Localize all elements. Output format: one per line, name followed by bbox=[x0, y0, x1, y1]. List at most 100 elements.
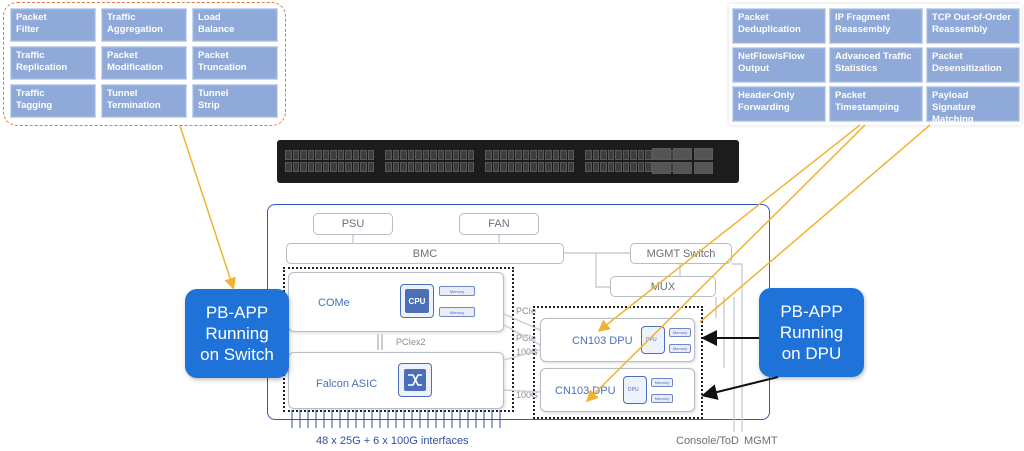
dpu-feature-cell: Header-Only Forwarding bbox=[732, 86, 826, 122]
memory-module: Memory bbox=[651, 394, 673, 403]
sfp-port bbox=[530, 162, 537, 172]
dpu-feature-cell: TCP Out-of-Order Reassembly bbox=[926, 8, 1020, 44]
sfp-port bbox=[337, 150, 344, 160]
dpu-feature-cell: Advanced Traffic Statistics bbox=[829, 47, 923, 83]
sfp-port bbox=[615, 150, 622, 160]
sfp-port bbox=[285, 150, 292, 160]
switch-feature-cell: Traffic Replication bbox=[10, 46, 96, 80]
qsfp-port bbox=[673, 148, 692, 160]
sfp-port bbox=[422, 162, 429, 172]
memory-module: Memory bbox=[651, 378, 673, 387]
sfp-port bbox=[585, 150, 592, 160]
sfp-port bbox=[507, 150, 514, 160]
dpu-feature-cell: Payload Signature Matching bbox=[926, 86, 1020, 125]
sfp-port bbox=[345, 162, 352, 172]
sfp-port bbox=[322, 162, 329, 172]
dpu-module-top: CN103 DPU DPU Memory Memory bbox=[540, 318, 695, 362]
sfp-port bbox=[552, 162, 559, 172]
switch-feature-cell: Tunnel Strip bbox=[192, 84, 278, 118]
switch-feature-cell: Packet Modification bbox=[101, 46, 187, 80]
bmc-label: BMC bbox=[412, 247, 438, 260]
mux-box: MUX bbox=[610, 276, 716, 297]
sfp-port bbox=[367, 150, 374, 160]
sfp-port bbox=[430, 162, 437, 172]
sfp-port bbox=[385, 162, 392, 172]
console-tod-label: Console/ToD bbox=[676, 435, 739, 447]
sfp-port bbox=[352, 150, 359, 160]
memory-label: Memory bbox=[672, 330, 688, 335]
sfp-port bbox=[467, 162, 474, 172]
sfp-port bbox=[607, 150, 614, 160]
switch-front-panel-image bbox=[277, 140, 739, 183]
sfp-port bbox=[400, 150, 407, 160]
psu-box: PSU bbox=[313, 213, 393, 235]
link-100g-label-a: 100G bbox=[516, 347, 539, 357]
sfp-port bbox=[285, 162, 292, 172]
dpu-top-label: CN103 DPU bbox=[572, 335, 633, 347]
qsfp-port bbox=[694, 162, 713, 174]
sfp-port bbox=[567, 162, 574, 172]
fan-box: FAN bbox=[459, 213, 539, 235]
sfp-port bbox=[422, 150, 429, 160]
cpu-chip: CPU bbox=[400, 284, 434, 318]
sfp-port bbox=[367, 162, 374, 172]
cpu-label: CPU bbox=[408, 296, 426, 306]
sfp-port bbox=[415, 150, 422, 160]
come-label: COMe bbox=[318, 297, 350, 309]
sfp-port bbox=[515, 162, 522, 172]
switch-feature-cell: Packet Truncation bbox=[192, 46, 278, 80]
sfp-port bbox=[545, 162, 552, 172]
switch-feature-cell: Traffic Tagging bbox=[10, 84, 96, 118]
qsfp-port bbox=[673, 162, 692, 174]
pcie-label-mid: PCIe bbox=[516, 333, 537, 343]
sfp-port bbox=[630, 162, 637, 172]
dpu-feature-cell: Packet Desensitization bbox=[926, 47, 1020, 83]
switch-feature-cell: Tunnel Termination bbox=[101, 84, 187, 118]
sfp-port bbox=[530, 150, 537, 160]
memory-module: Memory bbox=[669, 328, 691, 337]
memory-module: Memory bbox=[439, 286, 475, 296]
sfp-port bbox=[467, 150, 474, 160]
fan-label: FAN bbox=[488, 218, 510, 230]
sfp-port bbox=[645, 150, 652, 160]
sfp-port bbox=[492, 162, 499, 172]
dpu-feature-cell: Packet Timestamping bbox=[829, 86, 923, 122]
sfp-port bbox=[637, 162, 644, 172]
pcie-label-top: PCIe bbox=[516, 306, 537, 316]
psu-label: PSU bbox=[341, 218, 365, 230]
sfp-port bbox=[315, 150, 322, 160]
sfp-port bbox=[430, 150, 437, 160]
dpu-feature-cell: IP Fragment Reassembly bbox=[829, 8, 923, 44]
sfp-port bbox=[545, 150, 552, 160]
cpu-icon: CPU bbox=[405, 289, 429, 313]
sfp-port bbox=[360, 162, 367, 172]
sfp-port bbox=[615, 162, 622, 172]
sfp-port bbox=[437, 162, 444, 172]
sfp-port bbox=[345, 150, 352, 160]
sfp-port bbox=[485, 162, 492, 172]
qsfp-port bbox=[652, 148, 671, 160]
sfp-port bbox=[567, 150, 574, 160]
sfp-port bbox=[600, 150, 607, 160]
switch-feature-group bbox=[3, 2, 286, 126]
dpu-chip-bottom: DPU bbox=[623, 376, 647, 404]
sfp-port bbox=[492, 150, 499, 160]
sfp-port bbox=[407, 150, 414, 160]
sfp-port bbox=[630, 150, 637, 160]
sfp-port bbox=[452, 162, 459, 172]
sfp-port bbox=[485, 150, 492, 160]
sfp-port bbox=[392, 162, 399, 172]
sfp-port bbox=[300, 150, 307, 160]
sfp-port bbox=[607, 162, 614, 172]
memory-label: Memory bbox=[654, 396, 670, 401]
sfp-port bbox=[537, 162, 544, 172]
falcon-asic-module: Falcon ASIC bbox=[288, 352, 504, 409]
sfp-port bbox=[407, 162, 414, 172]
memory-label: Memory bbox=[449, 288, 465, 294]
sfp-port bbox=[500, 150, 507, 160]
sfp-port bbox=[307, 150, 314, 160]
mux-label: MUX bbox=[650, 280, 676, 293]
mgmt-label: MGMT bbox=[744, 435, 778, 447]
asic-switch-icon bbox=[398, 363, 432, 397]
sfp-port bbox=[585, 162, 592, 172]
